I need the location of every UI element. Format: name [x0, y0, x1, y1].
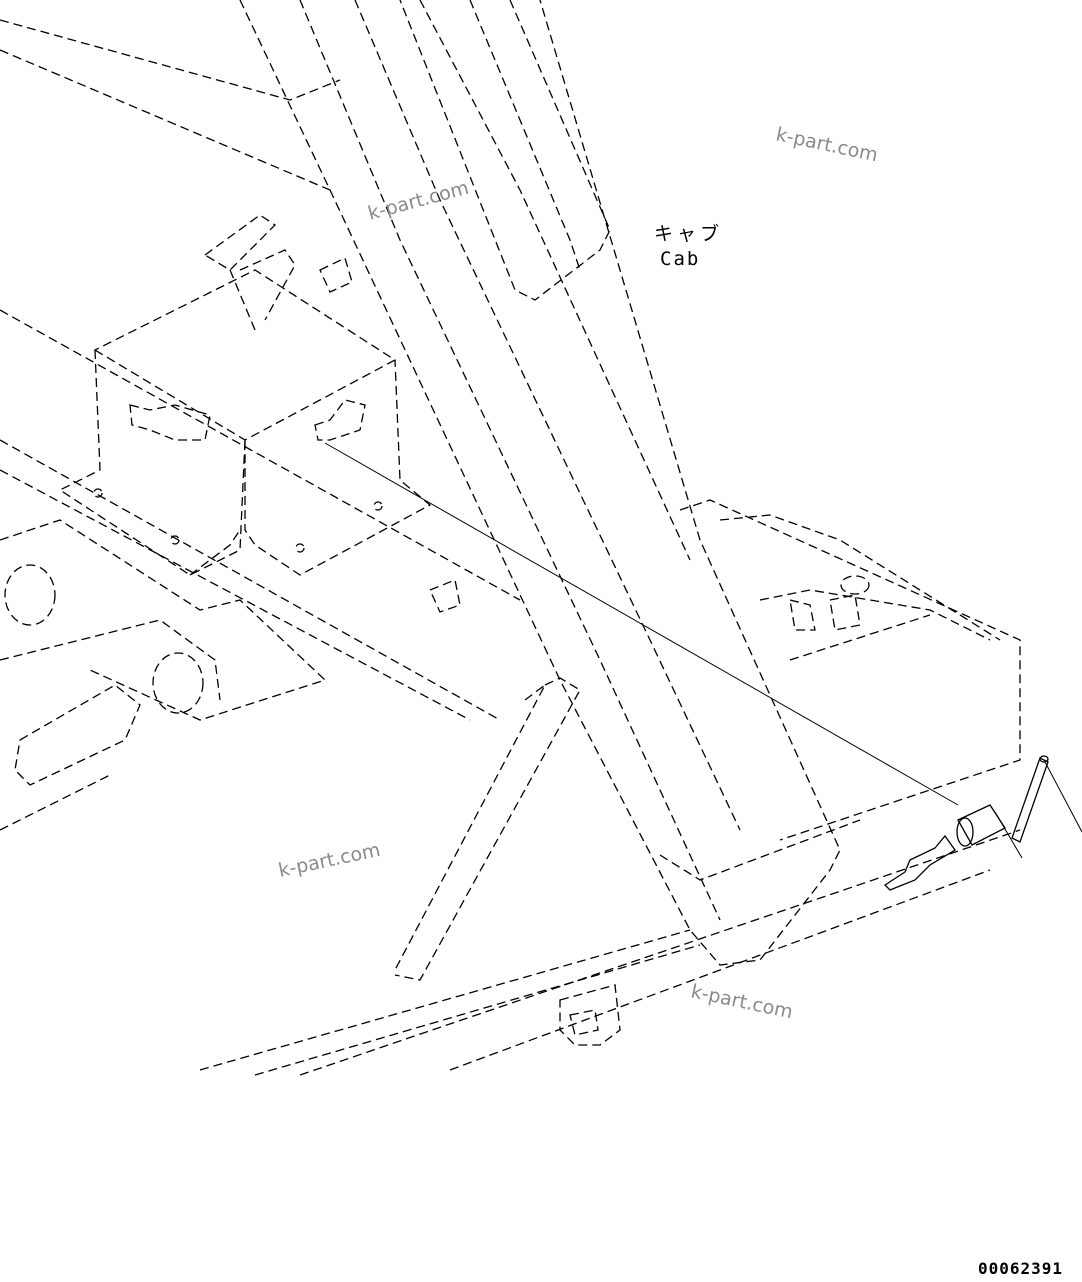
sleeve-callout-line [994, 811, 1023, 859]
cab-label-jp: キャブ [654, 222, 723, 245]
assembly-leader-line [324, 442, 959, 806]
clip-part [883, 834, 956, 891]
sleeve-part [957, 804, 1006, 846]
watermark: k-part.com [276, 839, 382, 882]
bolt-part [1011, 757, 1049, 843]
drawing-number: 00062391 [978, 1259, 1063, 1278]
watermark: k-part.com [774, 123, 880, 166]
watermark: k-part.com [689, 980, 795, 1023]
fastener-parts [324, 442, 1082, 891]
cab-label-en: Cab [660, 248, 700, 270]
cab-frame [0, 0, 1021, 1076]
bolt-callout-line [1043, 759, 1082, 833]
watermark: k-part.com [366, 177, 472, 225]
